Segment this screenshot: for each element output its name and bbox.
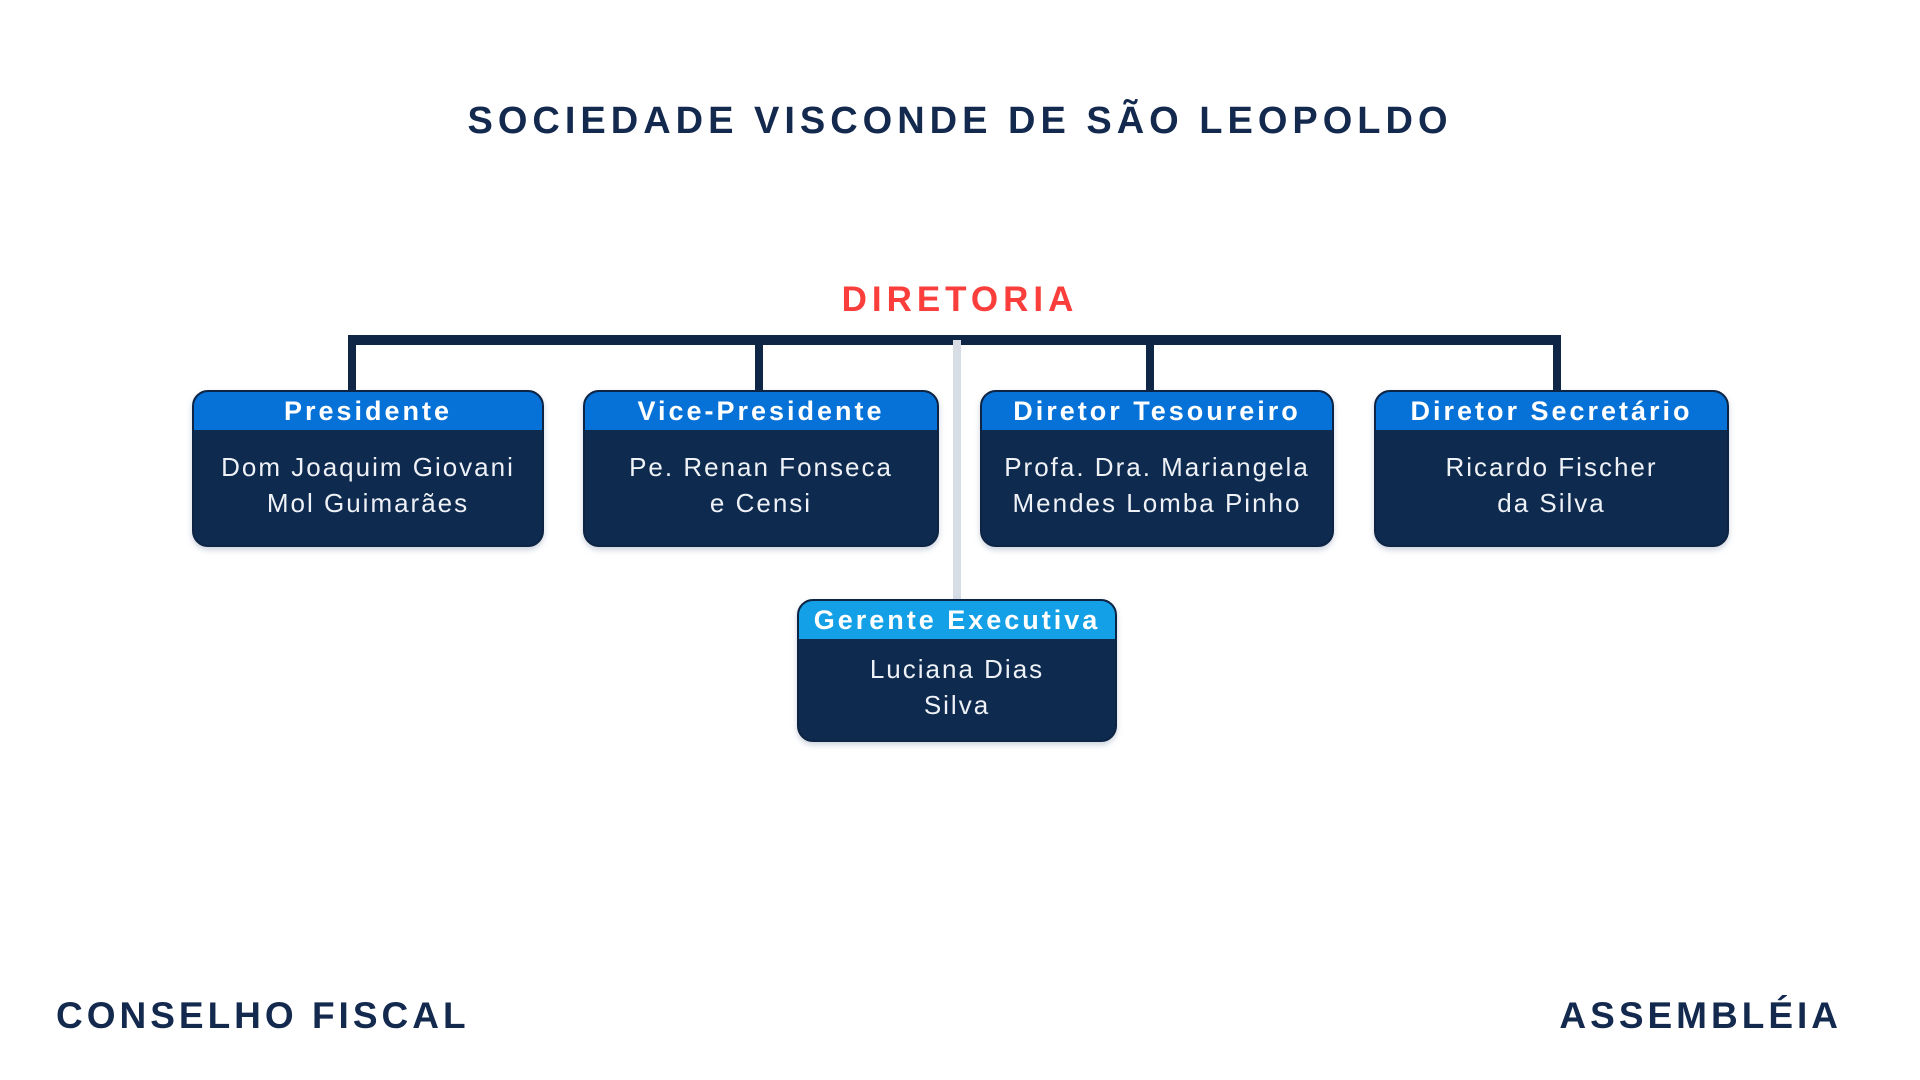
role-label: Diretor Secretário xyxy=(1410,395,1693,426)
member-name-vice-presidente: Pe. Renan Fonseca e Censi xyxy=(585,430,937,545)
role-label: Gerente Executiva xyxy=(813,604,1101,635)
member-name-line: Profa. Dra. Mariangela xyxy=(1004,451,1310,482)
org-box-presidente: Presidente Dom Joaquim Giovani Mol Guima… xyxy=(192,390,544,547)
member-name-line: e Censi xyxy=(709,487,813,518)
member-name-presidente: Dom Joaquim Giovani Mol Guimarães xyxy=(194,430,542,545)
diretoria-group-label: DIRETORIA xyxy=(841,280,1079,319)
member-name-line: Dom Joaquim Giovani xyxy=(221,451,515,482)
org-box-diretor-tesoureiro: Diretor Tesoureiro Profa. Dra. Mariangel… xyxy=(980,390,1334,547)
conselho-fiscal-label: CONSELHO FISCAL xyxy=(56,995,470,1036)
member-name-diretor-secretario: Ricardo Fischer da Silva xyxy=(1376,430,1727,545)
connector-stub-vice-presidente xyxy=(755,340,763,394)
member-name-line: Luciana Dias xyxy=(869,653,1045,684)
org-box-gerente-executiva: Gerente Executiva Luciana Dias Silva xyxy=(797,599,1117,742)
member-name-diretor-tesoureiro: Profa. Dra. Mariangela Mendes Lomba Pinh… xyxy=(982,430,1332,545)
role-label: Diretor Tesoureiro xyxy=(1013,395,1301,426)
member-name-line: Mol Guimarães xyxy=(266,487,470,518)
role-label: Presidente xyxy=(283,395,453,426)
role-header-vice-presidente: Vice-Presidente xyxy=(585,392,937,430)
connector-stub-diretor-secretario xyxy=(1553,340,1561,394)
role-header-gerente-executiva: Gerente Executiva xyxy=(799,601,1115,639)
page-title: SOCIEDADE VISCONDE DE SÃO LEOPOLDO xyxy=(467,100,1453,142)
member-name-line: Silva xyxy=(923,689,991,720)
role-header-diretor-secretario: Diretor Secretário xyxy=(1376,392,1727,430)
member-name-line: Ricardo Fischer xyxy=(1445,451,1658,482)
member-name-gerente-executiva: Luciana Dias Silva xyxy=(799,639,1115,740)
role-label: Vice-Presidente xyxy=(637,395,885,426)
org-box-vice-presidente: Vice-Presidente Pe. Renan Fonseca e Cens… xyxy=(583,390,939,547)
member-name-line: Pe. Renan Fonseca xyxy=(629,451,893,482)
connector-stub-presidente xyxy=(348,340,356,394)
connector-stub-diretor-tesoureiro xyxy=(1146,340,1154,394)
org-box-diretor-secretario: Diretor Secretário Ricardo Fischer da Si… xyxy=(1374,390,1729,547)
connector-gerente-executiva xyxy=(953,340,961,602)
assembleia-label: ASSEMBLÉIA xyxy=(1559,995,1842,1036)
role-header-diretor-tesoureiro: Diretor Tesoureiro xyxy=(982,392,1332,430)
role-header-presidente: Presidente xyxy=(194,392,542,430)
member-name-line: da Silva xyxy=(1497,487,1606,518)
member-name-line: Mendes Lomba Pinho xyxy=(1012,487,1302,518)
